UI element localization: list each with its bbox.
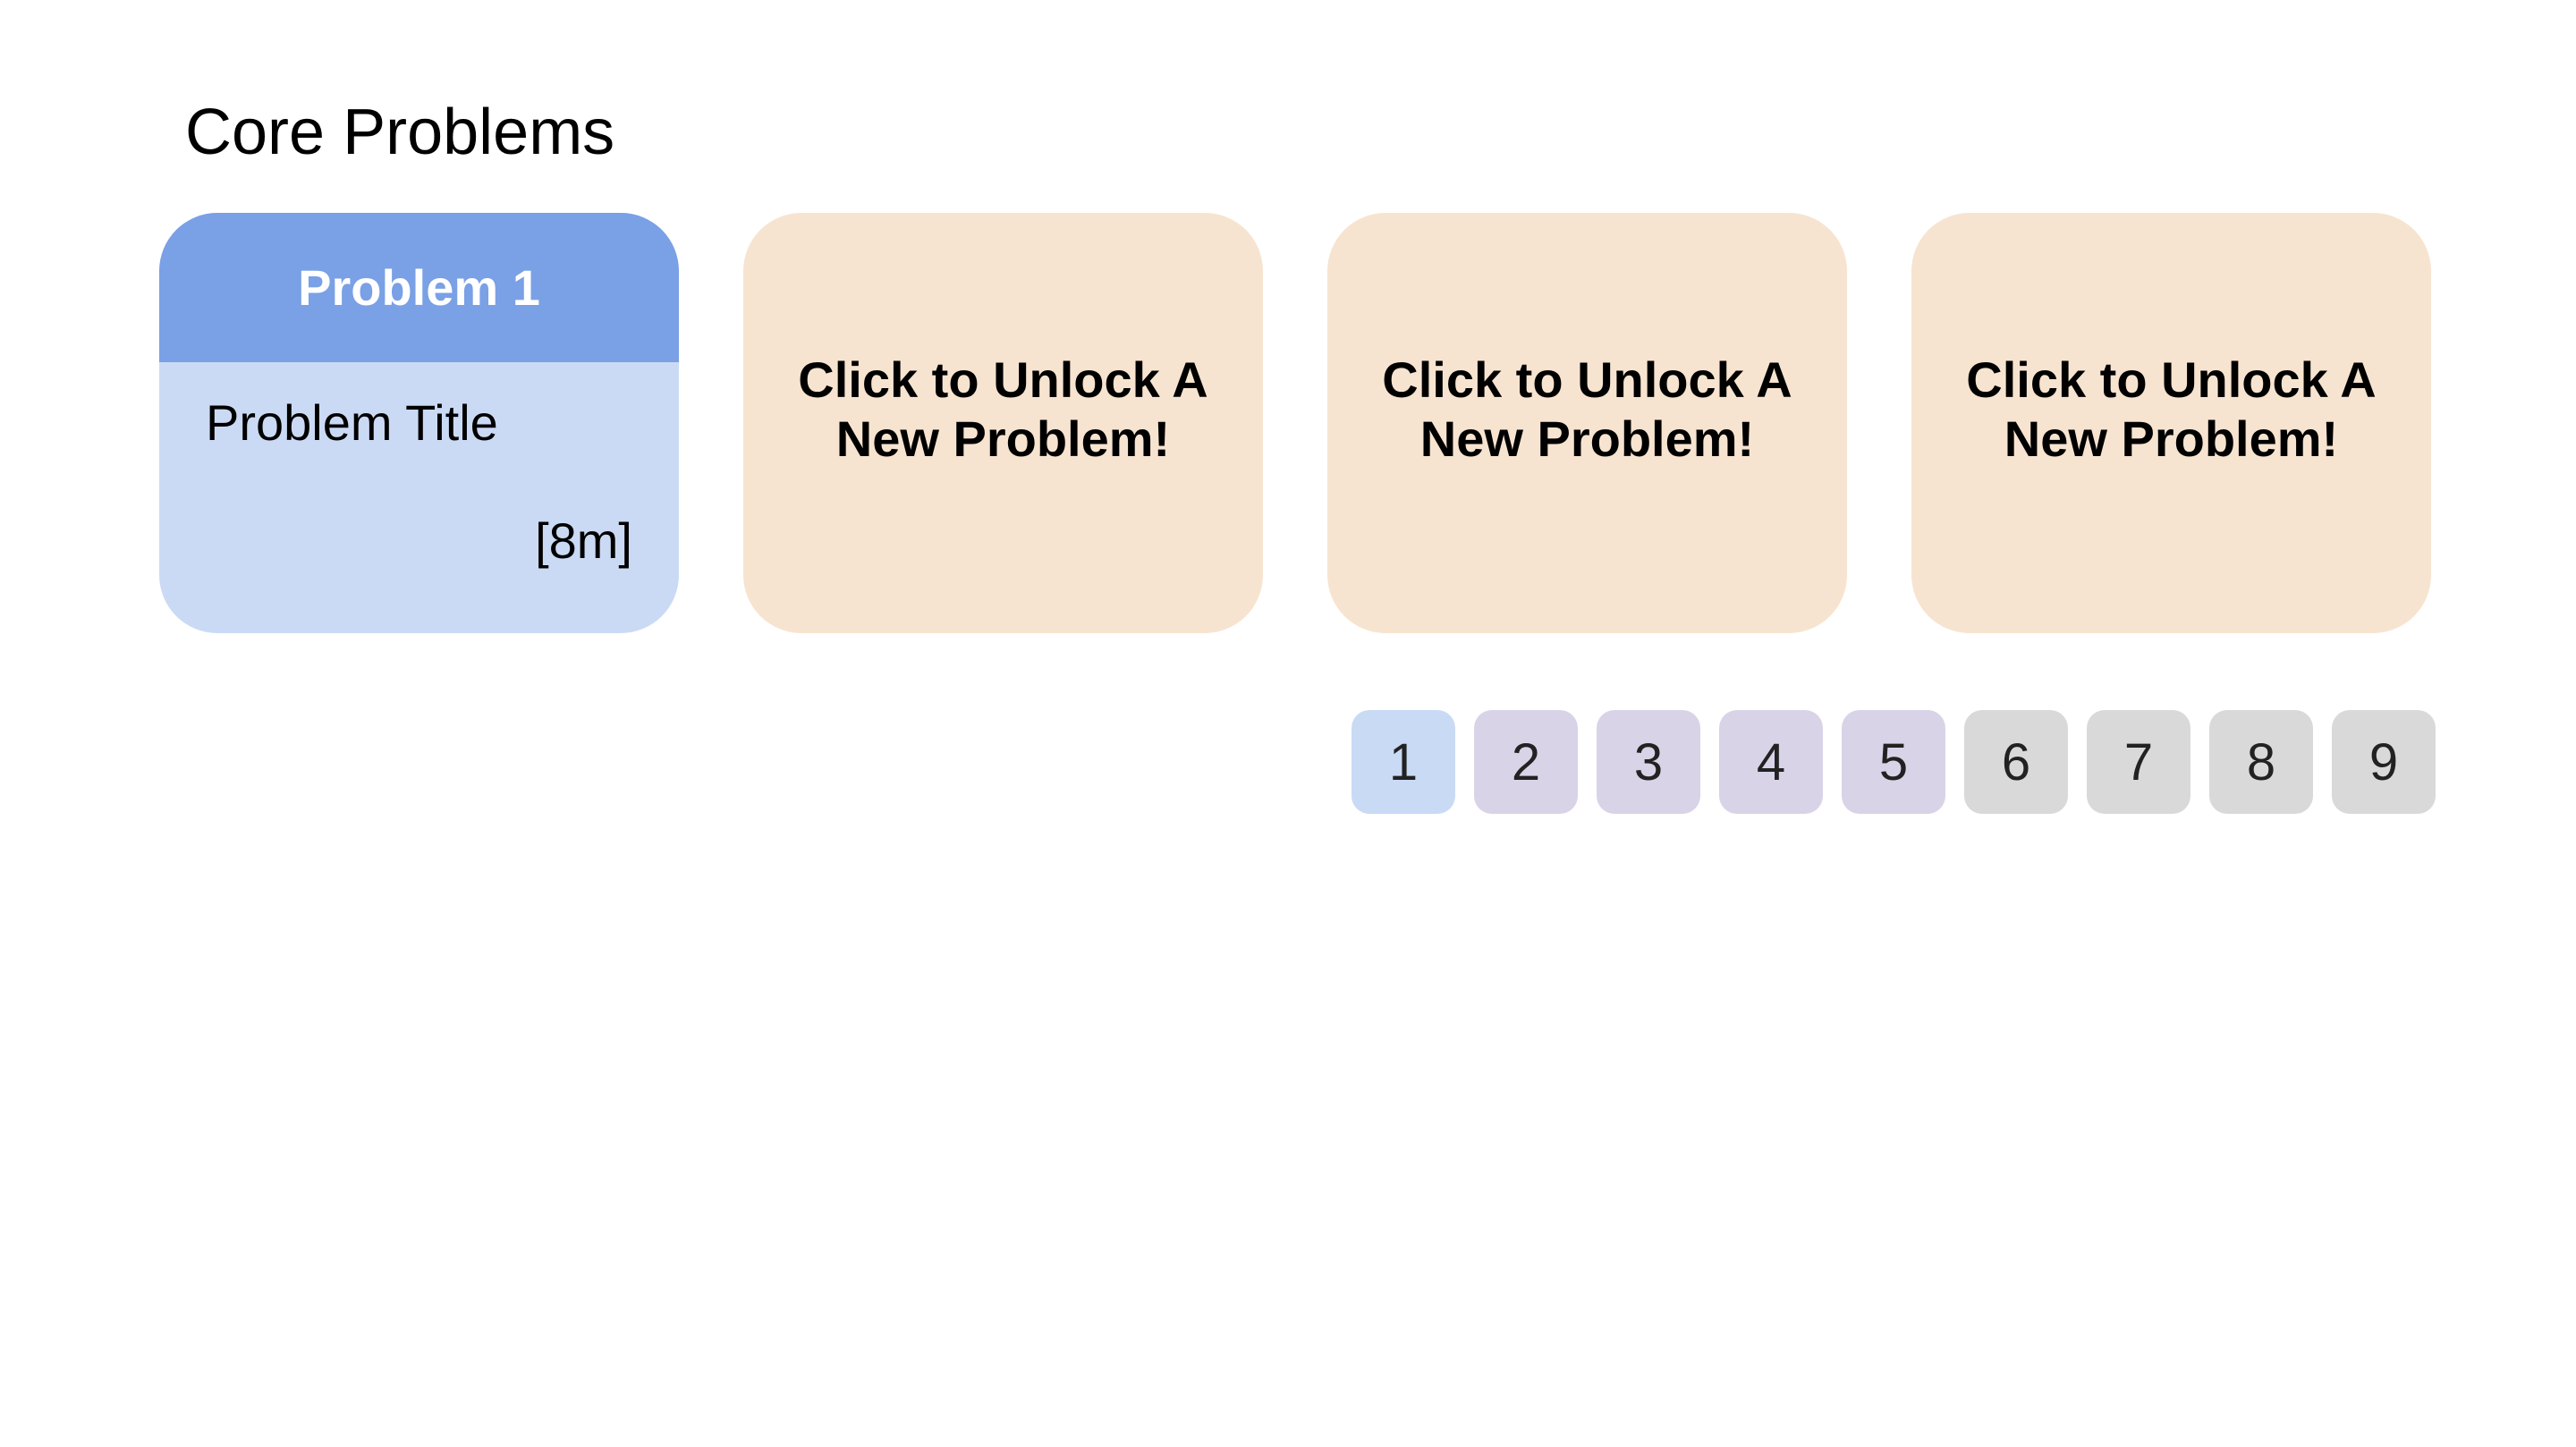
page-button-3[interactable]: 3 <box>1597 710 1700 814</box>
page-button-9[interactable]: 9 <box>2332 710 2436 814</box>
unlock-text-line-1: Click to Unlock A <box>1382 351 1792 408</box>
unlock-text: Click to Unlock A New Problem! <box>793 351 1214 469</box>
unlock-text: Click to Unlock A New Problem! <box>1962 351 2382 469</box>
page-button-6[interactable]: 6 <box>1964 710 2068 814</box>
unlock-text: Click to Unlock A New Problem! <box>1377 351 1798 469</box>
unlock-text-line-2: New Problem! <box>835 410 1171 467</box>
problem-card-header: Problem 1 <box>159 213 679 362</box>
page-button-7[interactable]: 7 <box>2087 710 2190 814</box>
problem-duration: [8m] <box>535 512 632 569</box>
unlock-problem-card[interactable]: Click to Unlock A New Problem! <box>743 213 1263 633</box>
page-button-8[interactable]: 8 <box>2209 710 2313 814</box>
page-button-5[interactable]: 5 <box>1842 710 1945 814</box>
page-button-1[interactable]: 1 <box>1352 710 1455 814</box>
page-button-4[interactable]: 4 <box>1719 710 1823 814</box>
unlock-text-line-1: Click to Unlock A <box>798 351 1208 408</box>
problem-title: Problem Title <box>206 394 498 451</box>
page-button-2[interactable]: 2 <box>1474 710 1578 814</box>
unlock-problem-card[interactable]: Click to Unlock A New Problem! <box>1911 213 2431 633</box>
section-title: Core Problems <box>185 97 615 168</box>
unlock-text-line-1: Click to Unlock A <box>1966 351 2377 408</box>
unlock-problem-card[interactable]: Click to Unlock A New Problem! <box>1327 213 1847 633</box>
unlock-text-line-2: New Problem! <box>2004 410 2339 467</box>
problem-card-1[interactable]: Problem 1 Problem Title [8m] <box>159 213 679 633</box>
unlock-text-line-2: New Problem! <box>1419 410 1755 467</box>
